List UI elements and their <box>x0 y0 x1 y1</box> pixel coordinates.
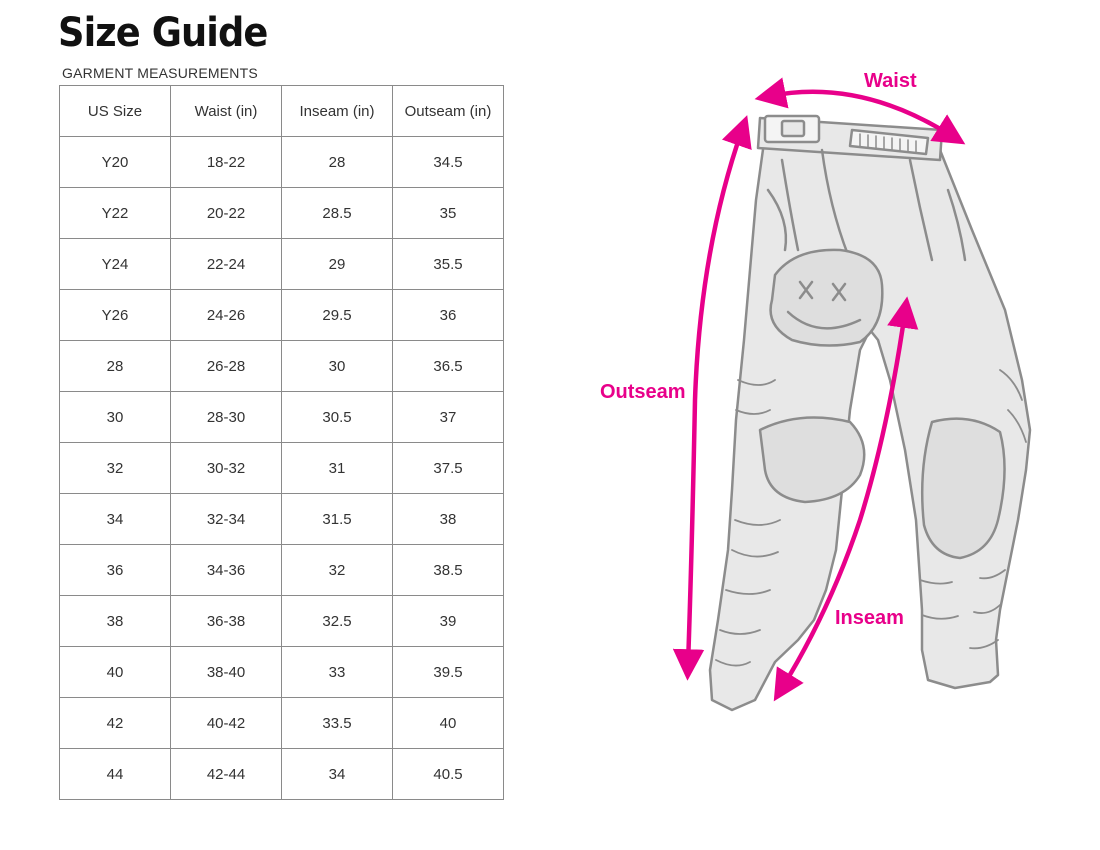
table-cell: 30 <box>59 391 171 443</box>
table-cell: 30.5 <box>281 391 393 443</box>
table-cell: 34-36 <box>170 544 282 596</box>
pants-diagram: Waist Outseam Inseam <box>560 50 1100 790</box>
outseam-label: Outseam <box>600 381 686 403</box>
table-cell: 30-32 <box>170 442 282 494</box>
table-cell: Y24 <box>59 238 171 290</box>
table-cell: 28 <box>59 340 171 392</box>
column-header: US Size <box>59 85 171 137</box>
table-cell: 40-42 <box>170 697 282 749</box>
table-cell: 38-40 <box>170 646 282 698</box>
table-cell: 32 <box>281 544 393 596</box>
table-cell: Y26 <box>59 289 171 341</box>
table-cell: 31.5 <box>281 493 393 545</box>
right-knee-pad <box>920 417 1006 560</box>
table-cell: 32 <box>59 442 171 494</box>
table-cell: 37 <box>392 391 504 443</box>
table-cell: 39.5 <box>392 646 504 698</box>
table-cell: 28.5 <box>281 187 393 239</box>
smiley-patch <box>769 248 884 347</box>
column-header: Waist (in) <box>170 85 282 137</box>
table-cell: 38 <box>59 595 171 647</box>
page-subtitle: GARMENT MEASUREMENTS <box>62 65 258 81</box>
table-cell: 24-26 <box>170 289 282 341</box>
table-cell: 44 <box>59 748 171 800</box>
table-cell: 42-44 <box>170 748 282 800</box>
table-cell: 40.5 <box>392 748 504 800</box>
inseam-label: Inseam <box>835 607 904 629</box>
table-cell: 28 <box>281 136 393 188</box>
table-cell: 34 <box>281 748 393 800</box>
table-cell: Y20 <box>59 136 171 188</box>
table-cell: 38 <box>392 493 504 545</box>
measurement-arrows <box>672 77 966 702</box>
inseam-arrow <box>773 296 919 702</box>
table-cell: 39 <box>392 595 504 647</box>
table-cell: 36.5 <box>392 340 504 392</box>
pants-illustration <box>672 77 1032 712</box>
waist-label: Waist <box>864 70 917 92</box>
table-cell: 18-22 <box>170 136 282 188</box>
table-cell: 33 <box>281 646 393 698</box>
table-cell: 31 <box>281 442 393 494</box>
page-title: Size Guide <box>58 10 268 56</box>
table-cell: 34 <box>59 493 171 545</box>
table-cell: 38.5 <box>392 544 504 596</box>
table-cell: 22-24 <box>170 238 282 290</box>
table-cell: 20-22 <box>170 187 282 239</box>
table-cell: 29.5 <box>281 289 393 341</box>
table-cell: 40 <box>59 646 171 698</box>
left-knee-pad <box>758 416 866 504</box>
table-cell: 42 <box>59 697 171 749</box>
table-cell: 35 <box>392 187 504 239</box>
table-cell: 32.5 <box>281 595 393 647</box>
table-cell: 28-30 <box>170 391 282 443</box>
column-header: Inseam (in) <box>281 85 393 137</box>
table-cell: 37.5 <box>392 442 504 494</box>
outseam-arrow <box>672 115 752 681</box>
table-cell: 30 <box>281 340 393 392</box>
table-cell: 26-28 <box>170 340 282 392</box>
table-cell: 35.5 <box>392 238 504 290</box>
table-cell: 36-38 <box>170 595 282 647</box>
table-cell: 34.5 <box>392 136 504 188</box>
table-cell: 36 <box>59 544 171 596</box>
table-cell: 29 <box>281 238 393 290</box>
waist-arrow <box>754 77 966 145</box>
column-header: Outseam (in) <box>392 85 504 137</box>
table-cell: 32-34 <box>170 493 282 545</box>
table-cell: Y22 <box>59 187 171 239</box>
table-cell: 40 <box>392 697 504 749</box>
table-cell: 36 <box>392 289 504 341</box>
table-cell: 33.5 <box>281 697 393 749</box>
